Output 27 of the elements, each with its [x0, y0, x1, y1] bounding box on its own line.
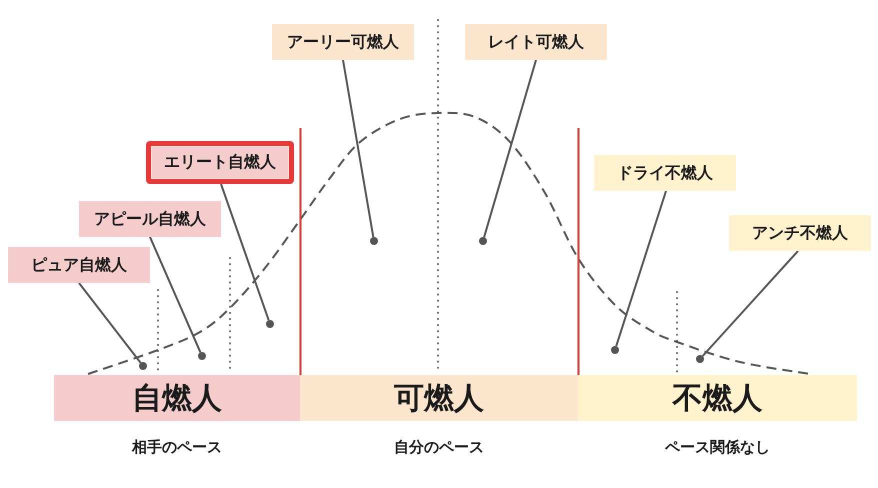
leader-line — [149, 236, 202, 353]
leader-line — [615, 190, 667, 346]
label-box: アーリー可燃人 — [272, 24, 414, 60]
leader-line — [702, 250, 799, 357]
label-box: アンチ不燃人 — [729, 215, 871, 251]
dot-icon — [611, 346, 619, 354]
category-band: 自燃人 — [54, 375, 300, 421]
leader-line — [342, 60, 374, 238]
dot-icon — [198, 352, 206, 360]
label-box: ピュア自燃人 — [8, 247, 150, 283]
highlighted-label-box: エリート自燃人 — [146, 141, 294, 184]
leader-line — [483, 60, 537, 238]
dot-icon — [479, 237, 487, 245]
band-caption: 相手のペース — [130, 437, 223, 458]
dot-icon — [266, 320, 274, 328]
leader-line — [78, 282, 142, 364]
label-box: レイト可燃人 — [465, 24, 607, 60]
band-caption: 自分のペース — [393, 437, 485, 458]
dot-icon — [696, 355, 704, 363]
dot-icon — [139, 362, 147, 370]
leader-line — [220, 184, 270, 321]
category-band: 可燃人 — [300, 375, 578, 421]
label-box: アピール自燃人 — [79, 201, 221, 237]
band-caption: ペース関係なし — [664, 437, 771, 458]
label-box: ドライ不燃人 — [594, 155, 736, 191]
category-band: 不燃人 — [578, 375, 857, 421]
dot-icon — [370, 237, 378, 245]
